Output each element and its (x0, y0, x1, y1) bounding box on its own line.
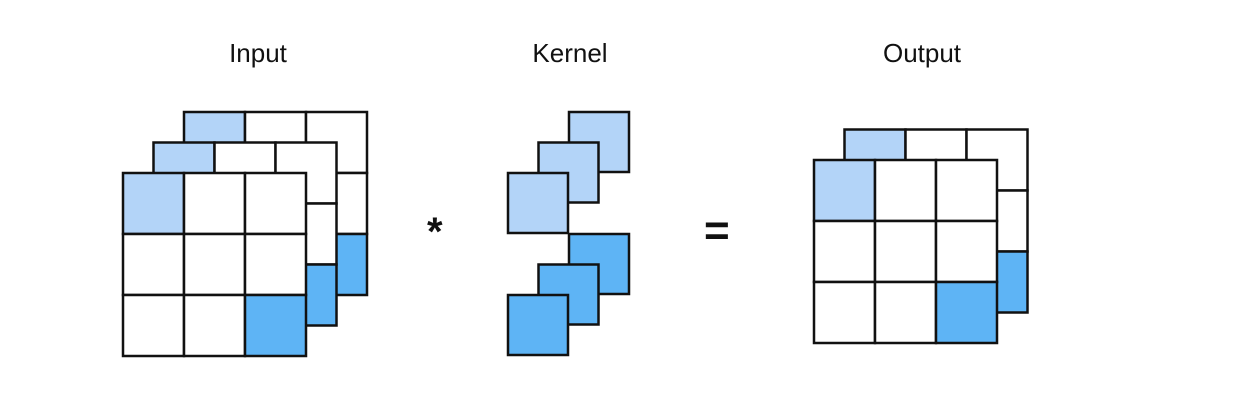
input-ch0-cell-1-2 (243, 232, 308, 297)
output-ch0-cell-0-0 (812, 158, 877, 223)
output-ch0-cell-2-2 (934, 280, 999, 345)
output-ch0-cell-1-1 (873, 219, 938, 284)
input-ch0-cell-1-0 (121, 232, 186, 297)
output-ch0-cell-2-1 (873, 280, 938, 345)
kernel-label: Kernel (532, 38, 608, 68)
output-ch0-cell-1-0 (812, 219, 877, 284)
input-ch0-cell-0-1 (182, 171, 247, 236)
input-ch0-cell-2-0 (121, 293, 186, 358)
output-ch0-cell-0-2 (934, 158, 999, 223)
input-label: Input (229, 38, 287, 68)
input-ch0-cell-1-1 (182, 232, 247, 297)
output-label: Output (882, 38, 962, 68)
conv-operator: * (427, 210, 443, 254)
output-ch0-cell-0-1 (873, 158, 938, 223)
input-ch0-cell-2-2 (243, 293, 308, 358)
kernel-dark-ch0 (506, 293, 570, 357)
output-ch0-cell-2-0 (812, 280, 877, 345)
input-ch0-cell-0-2 (243, 171, 308, 236)
equals-operator: = (704, 206, 730, 255)
input-ch0-cell-0-0 (121, 171, 186, 236)
input-ch0-cell-2-1 (182, 293, 247, 358)
output-ch0-cell-1-2 (934, 219, 999, 284)
kernel-light-ch0 (506, 171, 570, 235)
